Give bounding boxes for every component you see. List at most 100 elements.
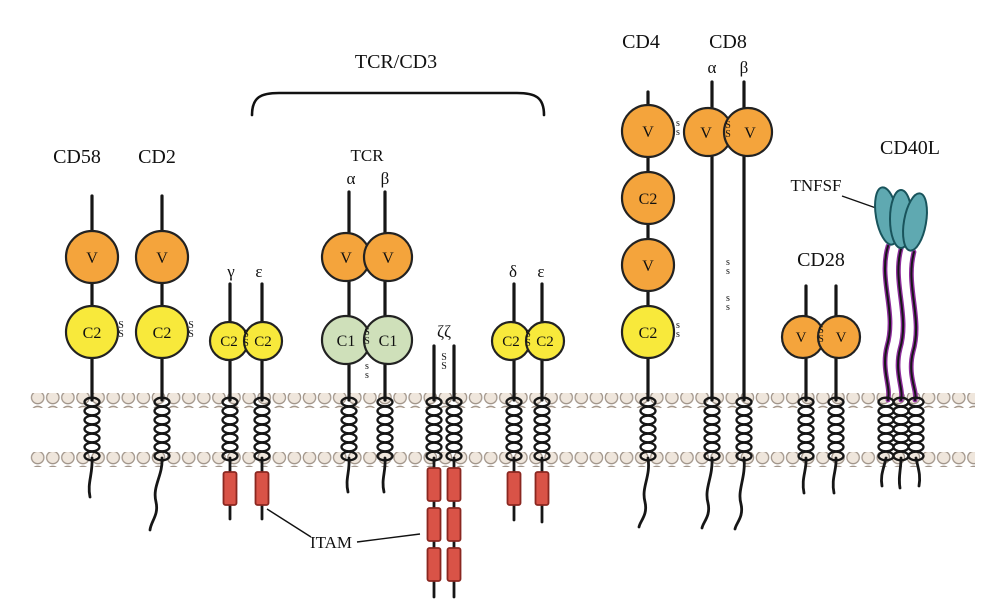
c2-domain-label: C2	[502, 334, 520, 350]
tcr-alpha-tm-helix	[340, 396, 358, 462]
cd2-molecule: CD2 V C2 S S	[134, 146, 194, 532]
c1-domain-label: C1	[379, 333, 398, 350]
ss-mark: S	[525, 338, 531, 349]
tcr-beta-c1-domain	[362, 314, 414, 366]
ss-mark: S	[725, 129, 731, 140]
cd40l-tail-2	[897, 456, 903, 490]
cd40l-molecule: CD40L TNFSF	[790, 137, 940, 490]
epsilon2-c2-domain	[524, 320, 566, 362]
itam-box	[426, 507, 442, 542]
ss-mark: S	[818, 325, 824, 336]
membrane-inner-leaflet	[30, 452, 975, 467]
tcr-alpha-tail	[345, 456, 351, 494]
zeta2-tm-helix	[445, 396, 463, 462]
ss-mark: S	[243, 338, 249, 349]
epsilon-chain-label: ε	[255, 262, 262, 281]
tcr-beta-tm-helix	[376, 396, 394, 462]
tcr-label: TCR	[350, 146, 384, 165]
cd4-label: CD4	[622, 31, 660, 53]
cd8-molecule: CD8 α β V V S S s s s s	[682, 31, 774, 531]
ss-mark: s	[726, 293, 730, 304]
tnfsf-domain-3	[902, 192, 928, 252]
itam-box	[222, 471, 238, 506]
cd28-tm-helix-1	[797, 396, 815, 462]
cd4-molecule: CD4 V C2 V C2 s s s s	[620, 31, 680, 529]
ss-mark: S	[118, 329, 124, 340]
cd28-label: CD28	[797, 249, 845, 271]
itam-box	[426, 547, 442, 582]
ss-mark: s	[726, 266, 730, 277]
c2-domain-label: C2	[153, 325, 172, 342]
itam-pointer-right	[356, 533, 421, 543]
v-domain-label: V	[86, 250, 98, 267]
ss-mark: S	[243, 329, 249, 340]
cd58-c2-domain	[64, 304, 120, 360]
itam-annotation: ITAM	[266, 508, 421, 552]
cd28-v-domain-2	[816, 314, 862, 360]
cd4-c2-domain-4	[620, 304, 676, 360]
ss-mark: S	[188, 320, 194, 331]
cd2-cytoplasmic-tail	[148, 456, 164, 532]
v-domain-label: V	[700, 125, 712, 142]
cd4-tm-helix	[639, 396, 657, 462]
v-domain-label: V	[642, 124, 654, 141]
cd8-beta-v-domain	[722, 106, 774, 158]
zeta1-tm-helix	[425, 396, 443, 462]
cd40l-stalk-3	[910, 251, 918, 401]
ss-mark: S	[525, 329, 531, 340]
itam-box	[506, 471, 522, 506]
cd40l-tail-1	[880, 456, 888, 488]
tcr-cd3-label: TCR/CD3	[355, 51, 437, 73]
cd8-beta-tail	[733, 456, 746, 531]
itam-box	[446, 507, 462, 542]
cd28-tail-2	[831, 456, 838, 495]
ss-mark: s	[676, 118, 680, 129]
cd4-v-domain-3	[620, 237, 676, 293]
ss-mark: s	[365, 361, 369, 372]
zeta-pair-label: ζζ	[437, 322, 451, 341]
tnfsf-pointer	[841, 195, 877, 209]
c2-domain-label: C2	[254, 334, 272, 350]
v-domain-label: V	[836, 330, 847, 346]
zeta-zeta-chains: ζζ S S	[425, 322, 463, 599]
cd2-c2-domain	[134, 304, 190, 360]
tnfsf-label: TNFSF	[790, 176, 841, 195]
c2-domain-label: C2	[220, 334, 238, 350]
ss-mark: s	[726, 302, 730, 313]
ss-mark: S	[441, 352, 447, 363]
tcr-cd3-complex-annotation: TCR/CD3	[250, 51, 546, 117]
cd40l-tm-helix-3	[907, 396, 925, 462]
tcr-cd3-bracket	[250, 91, 546, 117]
cd8-alpha-label: α	[708, 58, 717, 77]
cd40l-tm-helix-1	[877, 396, 895, 462]
cd8-label: CD8	[709, 31, 747, 53]
cd58-molecule: CD58 V C2 S S	[53, 146, 124, 499]
itam-box	[446, 547, 462, 582]
ss-mark: s	[726, 257, 730, 268]
v-domain-label: V	[744, 125, 756, 142]
cd8-alpha-tm-helix	[703, 396, 721, 462]
epsilon-tm-helix	[253, 396, 271, 462]
cd28-tm-helix-2	[827, 396, 845, 462]
cd8-alpha-tail	[700, 456, 714, 530]
cd8-beta-label: β	[740, 58, 749, 77]
cd28-tail-1	[801, 456, 808, 495]
cd40l-label: CD40L	[880, 137, 940, 159]
epsilon-chain-label: ε	[537, 262, 544, 281]
c2-domain-label: C2	[536, 334, 554, 350]
ss-mark: s	[676, 329, 680, 340]
c2-domain-label: C2	[639, 191, 658, 208]
lipid-bilayer	[30, 393, 975, 467]
epsilon2-tm-helix	[533, 396, 551, 462]
tcr-beta-tail	[381, 456, 387, 494]
cd8-beta-tm-helix	[735, 396, 753, 462]
cd4-c2-domain-2	[620, 170, 676, 226]
cd58-cytoplasmic-tail	[87, 456, 94, 499]
cd2-v-domain	[134, 229, 190, 285]
cd3-delta-epsilon-chains: δ ε C2 C2 S S	[490, 262, 566, 524]
v-domain-label: V	[340, 250, 352, 267]
cd40l-tm-helix-2	[892, 396, 910, 462]
itam-pointer-left	[266, 508, 312, 538]
